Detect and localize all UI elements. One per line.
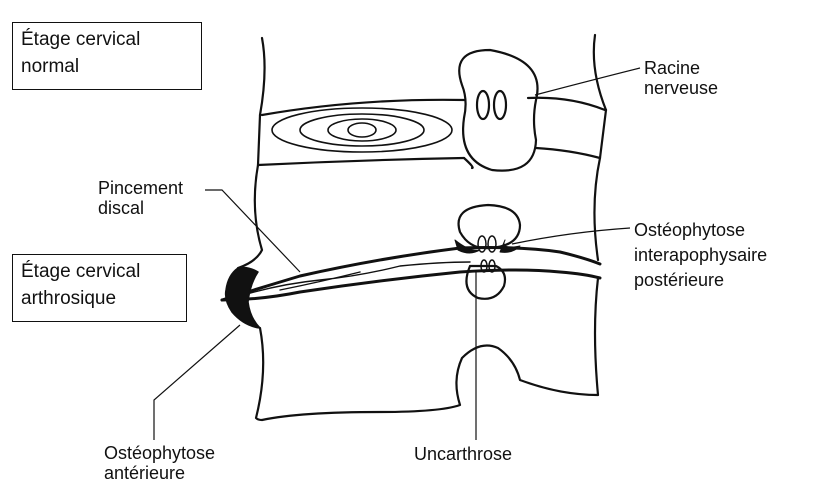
leader-osteo-inter — [512, 228, 630, 244]
narrowed-disc — [222, 248, 600, 301]
label-pincement-discal: Pincement discal — [98, 178, 183, 218]
label-box-normal-level: Étage cervical normal — [12, 22, 202, 90]
normal-disc-rings — [272, 108, 452, 152]
racine-line1: Racine — [644, 58, 718, 78]
pincement-line1: Pincement — [98, 178, 183, 198]
narrowed-disc-lower — [222, 270, 600, 300]
nerve-root-left — [477, 91, 489, 119]
label-racine-nerveuse: Racine nerveuse — [644, 58, 718, 98]
pincement-line2: discal — [98, 198, 183, 218]
normal-disc — [258, 110, 606, 165]
osteo-inter-line2: interapophysaire — [634, 243, 767, 268]
normal-level-line2: normal — [21, 53, 193, 80]
racine-line2: nerveuse — [644, 78, 718, 98]
disc-fissure — [240, 262, 470, 296]
leader-osteo-ant — [154, 325, 240, 440]
osteo-ant-line1: Ostéophytose — [104, 443, 215, 463]
osteo-inter-line1: Ostéophytose — [634, 218, 767, 243]
osteo-inter-line3: postérieure — [634, 268, 767, 293]
label-osteophytose-interapophysaire: Ostéophytose interapophysaire postérieur… — [634, 218, 767, 293]
normal-level-line1: Étage cervical — [21, 26, 193, 53]
label-uncarthrose: Uncarthrose — [414, 444, 512, 464]
arthritic-level-line1: Étage cervical — [21, 258, 178, 285]
arthritic-level-line2: arthrosique — [21, 285, 178, 312]
nerve-root-right — [494, 91, 506, 119]
leader-racine — [535, 68, 640, 95]
upper-vertebra — [260, 35, 606, 115]
lower-articular-pillar-top — [459, 205, 520, 248]
upper-articular-pillar — [459, 50, 537, 171]
label-osteophytose-anterieure: Ostéophytose antérieure — [104, 443, 215, 483]
osteo-ant-line2: antérieure — [104, 463, 215, 483]
lower-vertebra — [256, 278, 598, 420]
label-box-arthritic-level: Étage cervical arthrosique — [12, 254, 187, 322]
